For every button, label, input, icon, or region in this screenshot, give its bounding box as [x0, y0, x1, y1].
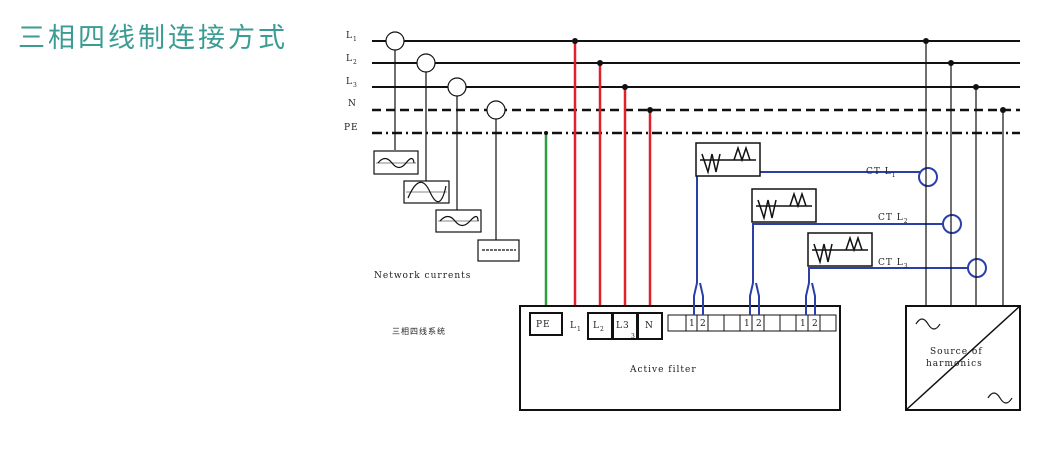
terminal-pe [529, 312, 563, 336]
sensor-l3-icon [447, 77, 467, 97]
harmonics-drops [925, 41, 1004, 306]
ct-l1-label: CT L1 [866, 167, 897, 179]
label-l2: L2 [346, 54, 358, 66]
waveform-l2-icon [403, 180, 450, 204]
svg-text:3: 3 [631, 333, 636, 340]
ct-l2-label: CT L2 [878, 213, 909, 225]
harmonic-scopes [695, 142, 873, 267]
sensor-l2-icon [416, 53, 436, 73]
svg-text:N: N [645, 321, 654, 331]
ct-wiring [693, 167, 987, 315]
harmonics-source-box: Source of harmonics [905, 305, 1021, 411]
sensor-n-icon [486, 100, 506, 120]
harmonics-label-1: Source of [930, 347, 983, 357]
terminal-l1: L1 [570, 321, 582, 333]
label-pe: PE [344, 123, 359, 133]
ct-l1-icon [918, 167, 938, 187]
svg-text:L3: L3 [616, 321, 630, 331]
label-l1: L1 [346, 31, 358, 43]
label-n: N [348, 99, 357, 109]
network-currents-label: Network currents [374, 271, 471, 281]
svg-text:1: 1 [800, 319, 807, 329]
svg-text:2: 2 [812, 319, 819, 329]
ct-l2-icon [942, 214, 962, 234]
harmonics-label-2: harmonics [926, 359, 983, 369]
ct-terminal-strip [667, 314, 837, 332]
ct-l3-label: CT L3 [878, 258, 909, 270]
system-label: 三相四线系统 [392, 326, 446, 336]
label-l3: L3 [346, 77, 358, 89]
waveform-l3-icon [435, 209, 482, 233]
ct-l3-icon [967, 258, 987, 278]
sensor-l1-icon [385, 31, 405, 51]
network-sensors [385, 31, 506, 240]
svg-text:PE: PE [536, 320, 551, 330]
svg-text:2: 2 [700, 319, 707, 329]
bus-labels: L1 L2 L3 N PE [344, 31, 359, 133]
svg-text:1: 1 [744, 319, 751, 329]
bus-lines [372, 40, 1020, 135]
svg-text:2: 2 [756, 319, 763, 329]
filter-wires [544, 41, 652, 313]
waveforms [373, 150, 520, 262]
ct-labels: CT L1 CT L2 CT L3 [866, 167, 909, 270]
terminal-n [637, 312, 663, 340]
waveform-n-icon [477, 239, 520, 262]
svg-text:L2: L2 [593, 321, 605, 333]
waveform-l1-icon [373, 150, 419, 175]
page-title: 三相四线制连接方式 [18, 23, 288, 54]
active-filter-label: Active filter [629, 365, 697, 375]
svg-text:1: 1 [689, 319, 696, 329]
